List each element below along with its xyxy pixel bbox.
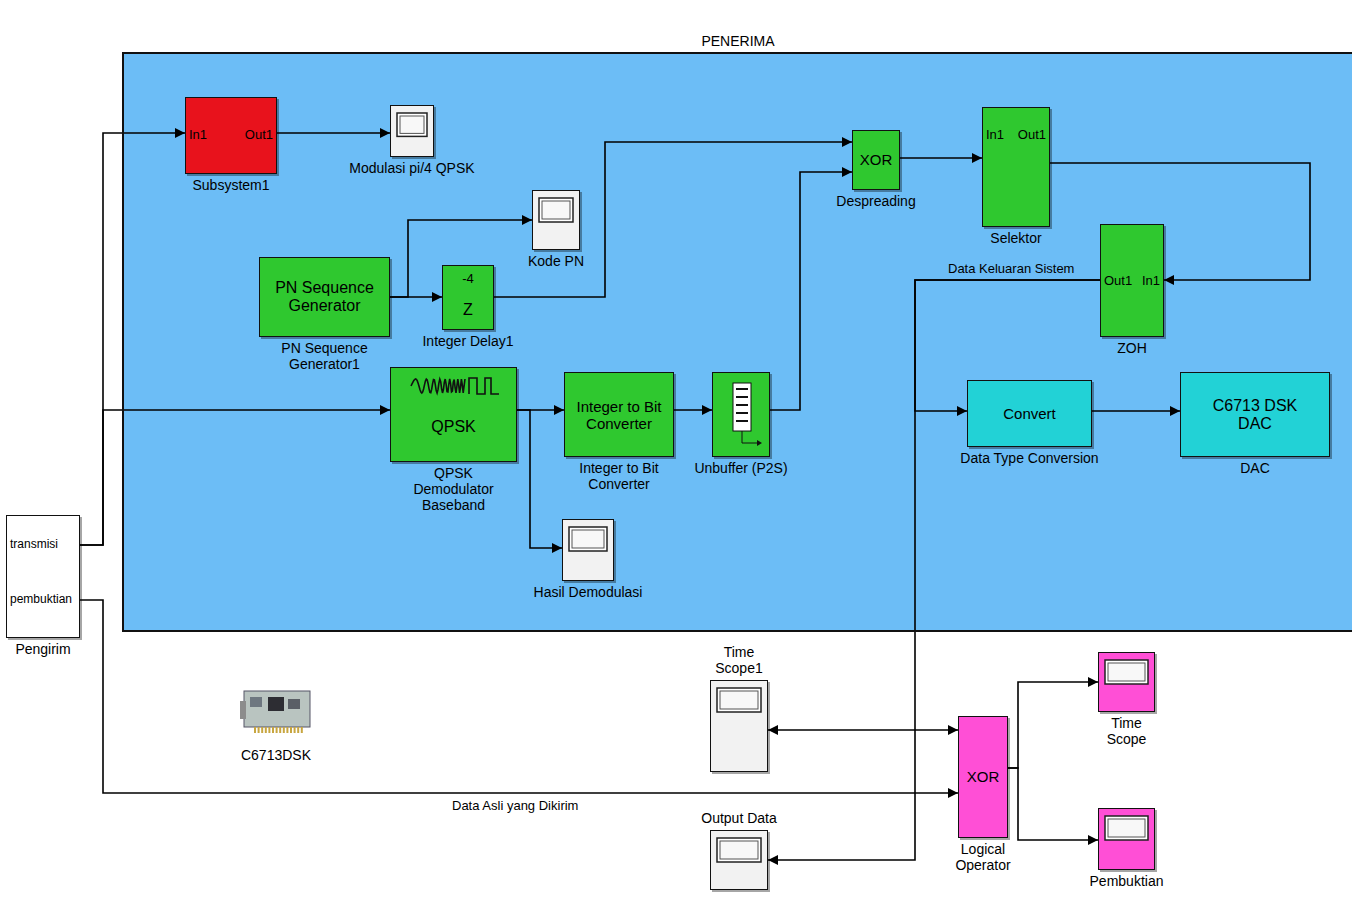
block-name: C6713DSK	[241, 747, 311, 763]
block-name: Integer to Bit Converter	[559, 460, 679, 492]
scope-block: Modulasi pi/4 QPSK	[390, 105, 434, 157]
signal-line	[674, 409, 712, 411]
signal-line	[390, 296, 442, 298]
block-name: Pembuktian	[1090, 873, 1164, 889]
signal-line	[768, 729, 958, 731]
block-label: PN Sequence Generator	[263, 279, 386, 316]
region-band: In1Out1Subsystem1Modulasi pi/4 QPSKKode …	[122, 52, 1352, 632]
port-label: In1	[1142, 274, 1160, 289]
scope-block: Time Scope1	[710, 680, 768, 772]
converter-block: Integer to Bit ConverterInteger to Bit C…	[564, 372, 674, 457]
block-name: Time Scope1	[704, 644, 774, 676]
unbuf-icon	[713, 373, 771, 458]
selector-block: In1Out1Selektor	[982, 107, 1050, 227]
block-name: Integer Delay1	[422, 333, 513, 349]
block-name: Logical Operator	[936, 841, 1031, 873]
block-name: DAC	[1240, 460, 1270, 476]
signal-line	[80, 133, 185, 545]
edge-label: Data Keluaran Sistem	[948, 261, 1074, 276]
scope-icon	[1099, 653, 1156, 713]
block-name: PENERIMA	[701, 33, 774, 49]
scope-block: Time Scope	[1098, 652, 1155, 712]
subsystem-block: In1Out1Subsystem1	[185, 97, 277, 174]
region-fill	[122, 52, 1352, 632]
signal-line	[80, 600, 958, 793]
conversion-block: ConvertData Type Conversion	[967, 380, 1092, 447]
signal-line	[768, 280, 1100, 860]
logic-block: XORLogical Operator	[958, 716, 1008, 838]
block-label: QPSK	[394, 417, 513, 435]
block-name: Output Data	[701, 810, 777, 826]
signal-line	[900, 157, 982, 159]
zoh-block: Out1In1ZOH	[1100, 224, 1164, 337]
scope-icon	[1099, 809, 1156, 871]
wave-icon	[391, 368, 518, 463]
block-label: XOR	[962, 768, 1004, 785]
block-name: ZOH	[1117, 340, 1147, 356]
signal-line	[1092, 410, 1180, 412]
block-name: Modulasi pi/4 QPSK	[349, 160, 474, 176]
block-name: PN Sequence Generator1	[260, 340, 390, 372]
unbuffer-block: Unbuffer (P2S)	[712, 372, 770, 457]
block-name: Selektor	[990, 230, 1041, 246]
block-name: Kode PN	[528, 253, 584, 269]
port-label: In1	[189, 128, 207, 143]
signal-line	[1050, 163, 1310, 280]
block-label: -4	[443, 272, 493, 287]
scope-block: Pembuktian	[1098, 808, 1155, 870]
block-label: XOR	[856, 151, 896, 168]
scope-block: Hasil Demodulasi	[562, 519, 614, 581]
port-label: pembuktian	[10, 593, 72, 607]
xor-block: XORDespreading	[852, 130, 900, 190]
block-label: C6713 DSK DAC	[1207, 396, 1303, 433]
block-name: Despreading	[836, 193, 915, 209]
scope-icon	[391, 106, 435, 158]
block-label: Integer to Bit Converter	[568, 397, 670, 432]
signal-line	[1008, 768, 1098, 840]
board-icon	[238, 685, 314, 743]
block-name: Unbuffer (P2S)	[694, 460, 787, 476]
port-label: Out1	[245, 128, 273, 143]
block-label: Z	[443, 301, 493, 319]
scope-icon	[711, 831, 769, 891]
block-name: Subsystem1	[192, 177, 269, 193]
sender-block: transmisipembuktianPengirim	[6, 515, 80, 638]
scope-block: Kode PN	[532, 190, 580, 250]
scope-block: Output Data	[710, 830, 768, 890]
generator-block: PN Sequence GeneratorPN Sequence Generat…	[259, 257, 390, 337]
scope-icon	[563, 520, 615, 582]
block-label: Convert	[971, 405, 1088, 422]
block-name: Data Type Conversion	[960, 450, 1098, 466]
scope-icon	[711, 681, 769, 773]
signal-line	[494, 142, 852, 297]
edge-label: Data Asli yang Dikirim	[452, 798, 578, 813]
block-name: Time Scope	[1097, 715, 1157, 747]
signal-line	[1008, 682, 1098, 768]
port-label: Out1	[1018, 128, 1046, 143]
block-name: QPSK Demodulator Baseband	[404, 465, 504, 513]
scope-icon	[533, 191, 581, 251]
signal-line	[277, 132, 390, 134]
port-label: Out1	[1104, 274, 1132, 289]
port-label: transmisi	[10, 538, 58, 552]
signal-line	[517, 410, 562, 548]
block-name: Pengirim	[15, 641, 70, 657]
dac-block: C6713 DSK DACDAC	[1180, 372, 1330, 457]
port-label: In1	[986, 128, 1004, 143]
block-name: Hasil Demodulasi	[534, 584, 643, 600]
demodulator-block: QPSKQPSK Demodulator Baseband	[390, 367, 517, 462]
board-icon: C6713DSK	[238, 685, 314, 743]
signal-line	[80, 410, 390, 545]
delay-block: -4ZInteger Delay1	[442, 265, 494, 330]
